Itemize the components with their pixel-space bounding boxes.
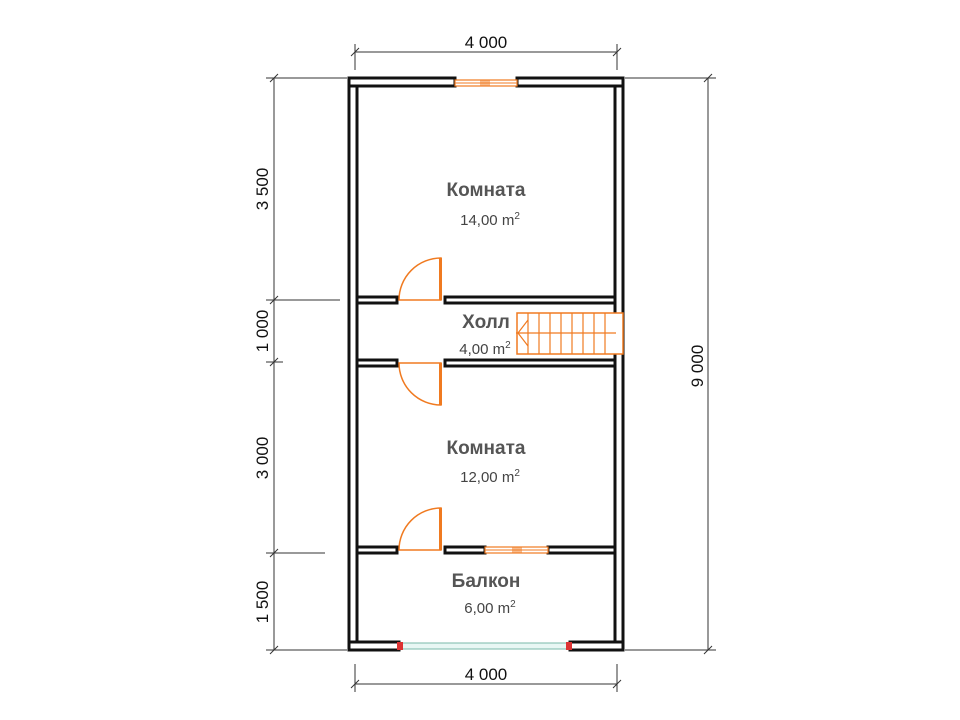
room-1: Комната 14,00 m2 bbox=[447, 180, 526, 229]
room-1-area: 14,00 m2 bbox=[460, 211, 520, 229]
room-2: Холл 4,00 m2 bbox=[459, 312, 511, 358]
dimension-section-1: 3 500 bbox=[253, 168, 272, 211]
window-top bbox=[454, 79, 518, 87]
wall-top-left bbox=[347, 76, 457, 88]
wall-hall-bottom-right bbox=[443, 358, 617, 368]
wall-balcony-left bbox=[355, 545, 399, 555]
dimension-top: 4 000 bbox=[350, 33, 622, 70]
wall-hall-top-left bbox=[355, 295, 399, 305]
door-room2 bbox=[398, 362, 442, 406]
dimension-left: 3 500 1 000 3 000 1 500 bbox=[253, 73, 347, 655]
wall-balcony-mid bbox=[443, 545, 487, 555]
dimension-bottom: 4 000 bbox=[350, 664, 622, 692]
walls bbox=[347, 76, 625, 652]
room-4-area: 6,00 m2 bbox=[464, 599, 516, 617]
room-4: Балкон 6,00 m2 bbox=[452, 571, 521, 617]
room-4-name: Балкон bbox=[452, 571, 521, 592]
balcony-glazing bbox=[397, 642, 572, 650]
wall-top-right bbox=[515, 76, 625, 88]
room-1-name: Комната bbox=[447, 180, 526, 201]
wall-hall-top-right bbox=[443, 295, 617, 305]
wall-balcony-right bbox=[546, 545, 617, 555]
room-2-name: Холл bbox=[462, 312, 510, 333]
dimension-section-3: 3 000 bbox=[253, 437, 272, 480]
door-balcony bbox=[398, 507, 442, 551]
room-2-area: 4,00 m2 bbox=[459, 340, 511, 358]
staircase bbox=[516, 312, 624, 355]
door-room1 bbox=[398, 257, 442, 301]
dimension-total-height: 9 000 bbox=[688, 345, 707, 388]
dimension-bottom-label: 4 000 bbox=[465, 665, 508, 684]
room-3-area: 12,00 m2 bbox=[460, 468, 520, 486]
room-3-name: Комната bbox=[447, 438, 526, 459]
dimension-right: 9 000 bbox=[625, 73, 716, 655]
dimension-section-4: 1 500 bbox=[253, 581, 272, 624]
wall-bottom-right bbox=[568, 640, 625, 652]
dimension-section-2: 1 000 bbox=[253, 310, 272, 353]
wall-hall-bottom-left bbox=[355, 358, 399, 368]
dimension-top-label: 4 000 bbox=[465, 33, 508, 52]
room-3: Комната 12,00 m2 bbox=[447, 438, 526, 486]
window-balcony-door bbox=[484, 546, 549, 554]
wall-bottom-left bbox=[347, 640, 401, 652]
